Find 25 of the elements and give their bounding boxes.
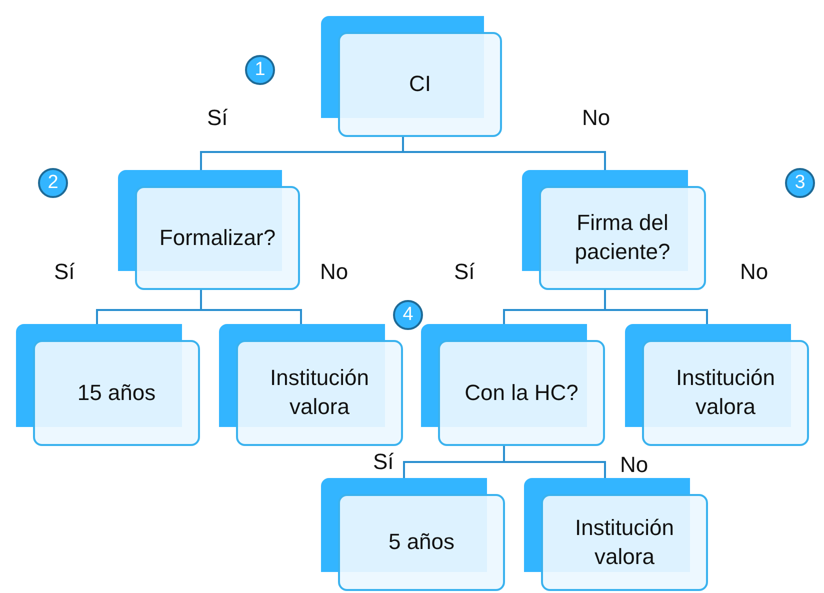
box-label: Institución valora	[642, 340, 809, 446]
connector-line	[402, 137, 606, 170]
connector-line	[604, 290, 708, 324]
callout-number: 3	[785, 168, 815, 198]
connector-line	[200, 290, 302, 324]
box-label: 5 años	[338, 494, 505, 591]
box-label: Formalizar?	[135, 186, 300, 290]
callout-number: 1	[245, 55, 275, 85]
decision-box	[625, 324, 809, 446]
box-label: Institución valora	[541, 494, 708, 591]
decision-box	[524, 478, 708, 591]
decision-box	[522, 170, 706, 290]
decision-box	[321, 16, 502, 137]
callout-number: 2	[38, 168, 68, 198]
decision-box	[118, 170, 300, 290]
decision-box	[219, 324, 403, 446]
callout-number: 4	[393, 300, 423, 330]
box-label: Con la HC?	[438, 340, 605, 446]
decision-box	[421, 324, 605, 446]
decision-box	[16, 324, 200, 446]
box-label: CI	[338, 32, 502, 137]
box-label: Firma del paciente?	[539, 186, 706, 290]
box-label: Institución valora	[236, 340, 403, 446]
box-label: 15 años	[33, 340, 200, 446]
decision-box	[321, 478, 505, 591]
